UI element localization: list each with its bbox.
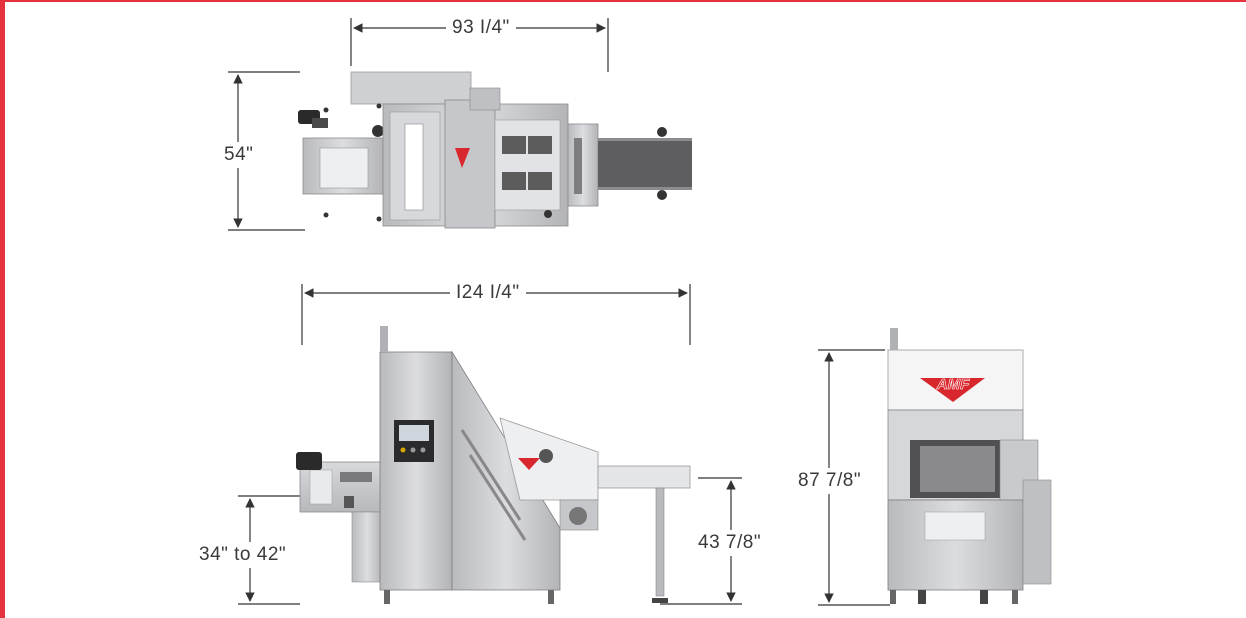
dimension-infeed-height: 34" to 42"	[199, 542, 287, 568]
front-view-machine	[887, 328, 1052, 604]
side-view-machine	[296, 326, 691, 604]
dimension-front-height: 87 7/8"	[798, 468, 862, 494]
dimension-outfeed-height: 43 7/8"	[698, 530, 762, 556]
dimension-top-width: 93 I/4"	[446, 17, 516, 39]
amf-logo-chevron	[920, 378, 985, 402]
top-accent-bar	[0, 0, 1246, 2]
amf-logo-text: AMF	[936, 376, 970, 393]
dimension-side-length: I24 I/4"	[450, 282, 526, 304]
top-view-machine	[298, 71, 692, 229]
dimension-top-depth: 54"	[224, 142, 254, 168]
left-accent-bar	[0, 0, 5, 618]
